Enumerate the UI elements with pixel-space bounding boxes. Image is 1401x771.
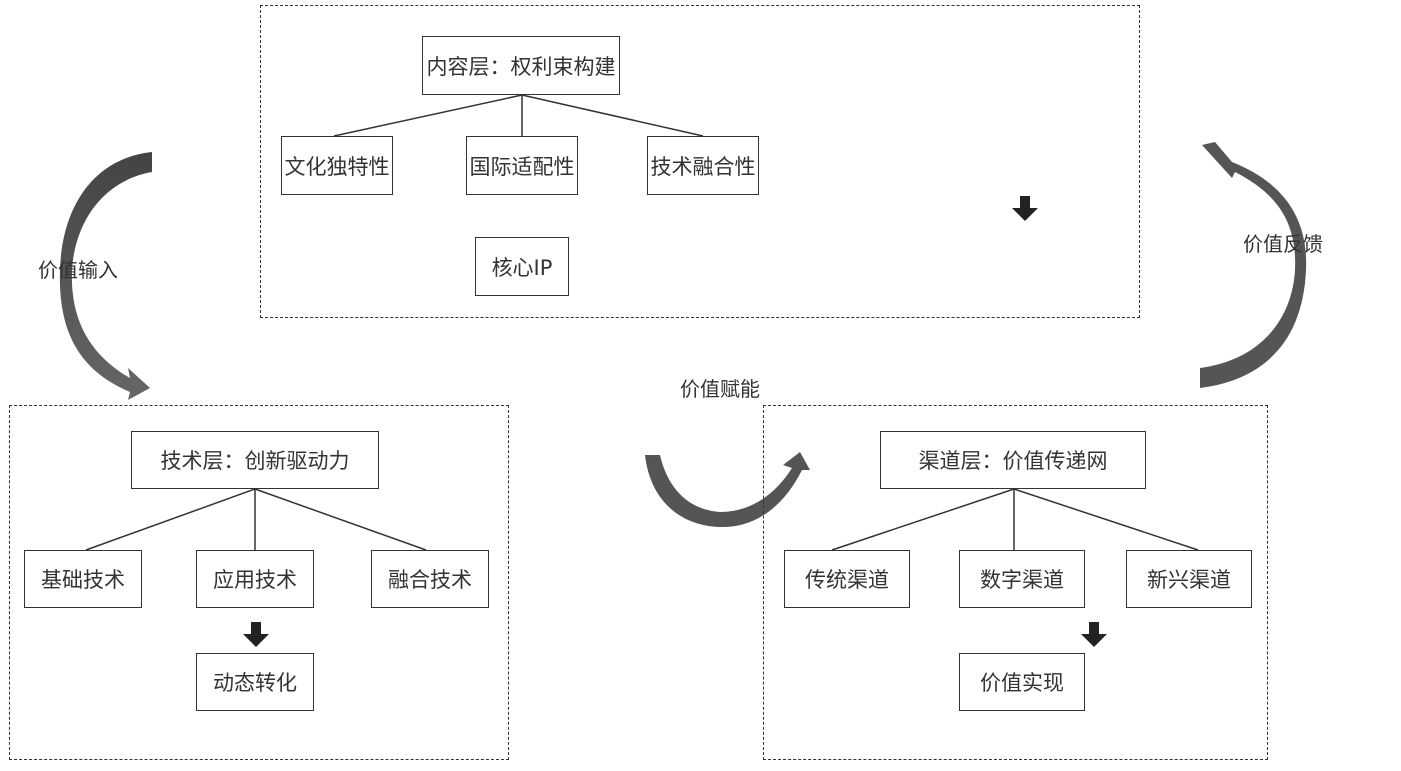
tech-child-applied: 应用技术 bbox=[196, 550, 314, 608]
content-child-tech-fusion: 技术融合性 bbox=[647, 136, 759, 195]
tech-layer-title: 技术层：创新驱动力 bbox=[131, 431, 379, 489]
tech-layer-frame bbox=[9, 405, 509, 760]
content-layer-title: 内容层：权利束构建 bbox=[422, 36, 620, 95]
channel-child-traditional: 传统渠道 bbox=[784, 550, 910, 608]
channel-child-emerging: 新兴渠道 bbox=[1126, 550, 1252, 608]
value-feedback-label: 价值反馈 bbox=[1243, 232, 1323, 256]
value-empower-label: 价值赋能 bbox=[680, 377, 760, 401]
channel-child-digital: 数字渠道 bbox=[959, 550, 1085, 608]
channel-layer-title: 渠道层：价值传递网 bbox=[880, 431, 1146, 489]
tech-child-fusion: 融合技术 bbox=[371, 550, 489, 608]
content-child-international: 国际适配性 bbox=[466, 136, 578, 195]
channel-layer-frame bbox=[763, 405, 1268, 760]
content-result: 核心IP bbox=[475, 237, 569, 296]
value-feedback-arrow-icon bbox=[1200, 142, 1307, 388]
channel-result: 价值实现 bbox=[959, 653, 1085, 711]
tech-child-basic: 基础技术 bbox=[24, 550, 142, 608]
content-layer-frame bbox=[260, 5, 1140, 318]
content-child-culture: 文化独特性 bbox=[281, 136, 393, 195]
value-input-label: 价值输入 bbox=[38, 258, 118, 282]
tech-result: 动态转化 bbox=[196, 653, 314, 711]
